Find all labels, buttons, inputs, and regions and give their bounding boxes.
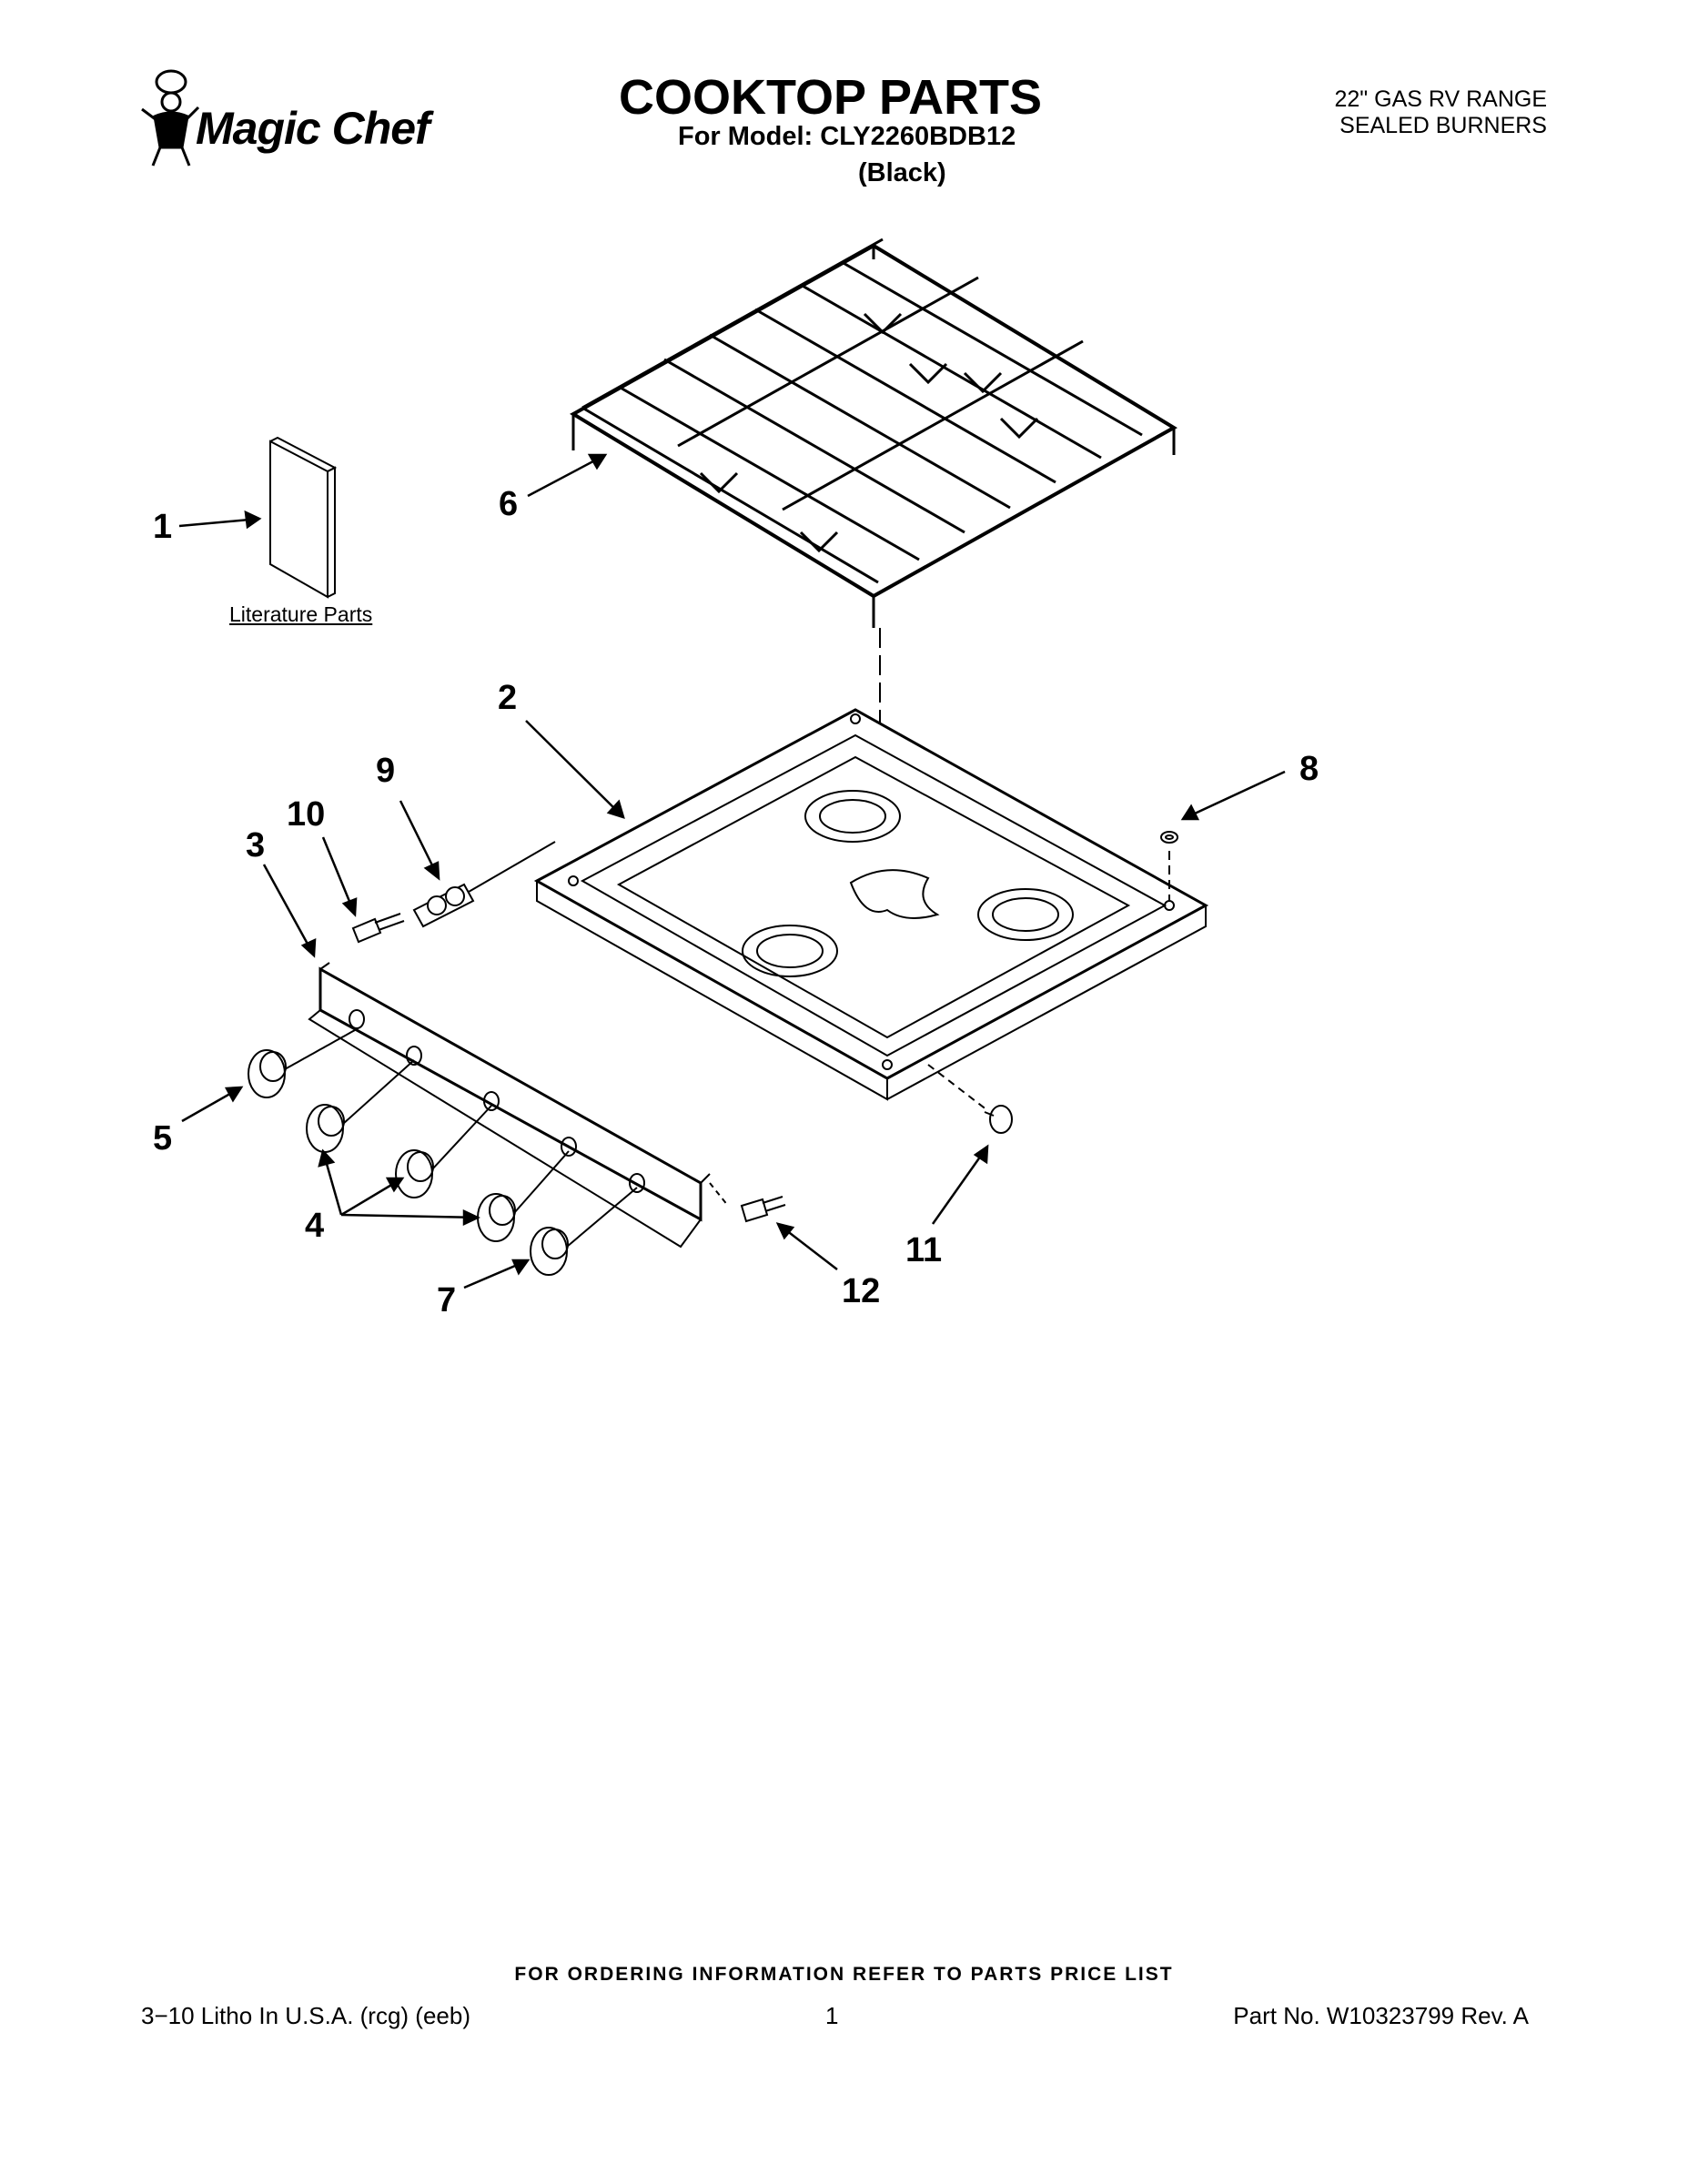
literature-parts-label: Literature Parts [229, 602, 373, 626]
callout-5: 5 [153, 1119, 173, 1158]
cooktop-panel [533, 708, 1209, 1101]
knob-4c [477, 1150, 570, 1242]
page-number: 1 [825, 2002, 839, 2029]
knob-5 [248, 1029, 356, 1098]
callout-1: 1 [153, 508, 173, 546]
product-description: 22" GAS RV RANGE SEALED BURNERS [1256, 86, 1548, 139]
knob-4a [306, 1059, 415, 1153]
magic-chef-logo [141, 69, 200, 167]
callout-8: 8 [1299, 750, 1319, 788]
part-number: Part No. W10323799 Rev. A [1233, 2002, 1529, 2029]
callout-4: 4 [305, 1207, 325, 1245]
callout-11: 11 [905, 1231, 943, 1269]
grommet [1160, 831, 1178, 901]
screw-12 [740, 1196, 786, 1223]
callout-12: 12 [842, 1272, 881, 1310]
callout-2: 2 [498, 679, 518, 717]
screw-10 [351, 913, 405, 944]
literature-booklet [269, 436, 338, 599]
manifold-panel [308, 962, 729, 1249]
callout-7: 7 [437, 1281, 457, 1320]
knob-11 [927, 1064, 1013, 1134]
product-line-1: 22" GAS RV RANGE [1334, 86, 1548, 112]
callout-3: 3 [246, 826, 266, 864]
gas-valve [412, 841, 556, 928]
callout-9: 9 [376, 752, 396, 790]
burner-grate [570, 238, 1178, 628]
brand-wordmark: Magic Chef [196, 103, 430, 154]
page-title: COOKTOP PARTS [619, 70, 1043, 125]
leader-arrows [178, 453, 1286, 1289]
litho-line: 3−10 Litho In U.S.A. (rcg) (eeb) [141, 2002, 471, 2029]
knob-4b [395, 1105, 492, 1198]
model-line: For Model: CLY2260BDB12 [678, 122, 1016, 151]
color-line: (Black) [858, 158, 946, 187]
product-line-2: SEALED BURNERS [1339, 113, 1547, 138]
callout-10: 10 [287, 795, 326, 834]
exploded-parts-diagram [178, 238, 1286, 1289]
ordering-note: FOR ORDERING INFORMATION REFER TO PARTS … [514, 1964, 1174, 1985]
knob-7 [530, 1187, 638, 1276]
callout-6: 6 [499, 485, 519, 523]
